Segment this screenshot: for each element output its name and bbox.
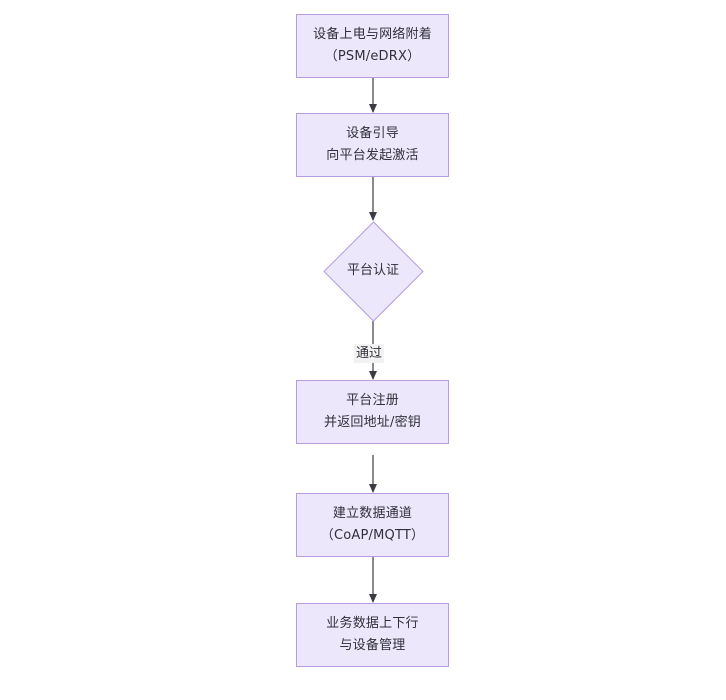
edge-label-pass: 通过 xyxy=(354,344,385,363)
node-device-bootstrap[interactable]: 设备引导 向平台发起激活 xyxy=(296,113,449,177)
node-label-line: 与设备管理 xyxy=(339,638,406,653)
node-label-line: 平台注册 xyxy=(346,393,399,408)
node-label-line: （PSM/eDRX） xyxy=(324,49,421,64)
node-label-line: 业务数据上下行 xyxy=(326,616,419,631)
node-platform-authentication-decision[interactable]: 平台认证 xyxy=(322,220,424,322)
node-label-line: （CoAP/MQTT） xyxy=(320,528,425,543)
node-label-line: 设备引导 xyxy=(346,126,399,141)
node-establish-data-channel[interactable]: 建立数据通道 （CoAP/MQTT） xyxy=(296,493,449,557)
node-label-line: 建立数据通道 xyxy=(332,506,413,521)
node-label-line: 向平台发起激活 xyxy=(326,148,419,163)
node-label-line: 并返回地址/密钥 xyxy=(324,415,421,430)
node-platform-registration[interactable]: 平台注册 并返回地址/密钥 xyxy=(296,380,449,444)
node-business-data-and-device-management[interactable]: 业务数据上下行 与设备管理 xyxy=(296,603,449,667)
node-label-line: 设备上电与网络附着 xyxy=(313,27,432,42)
node-device-power-on[interactable]: 设备上电与网络附着 （PSM/eDRX） xyxy=(296,14,449,78)
node-label-line: 平台认证 xyxy=(346,263,399,278)
